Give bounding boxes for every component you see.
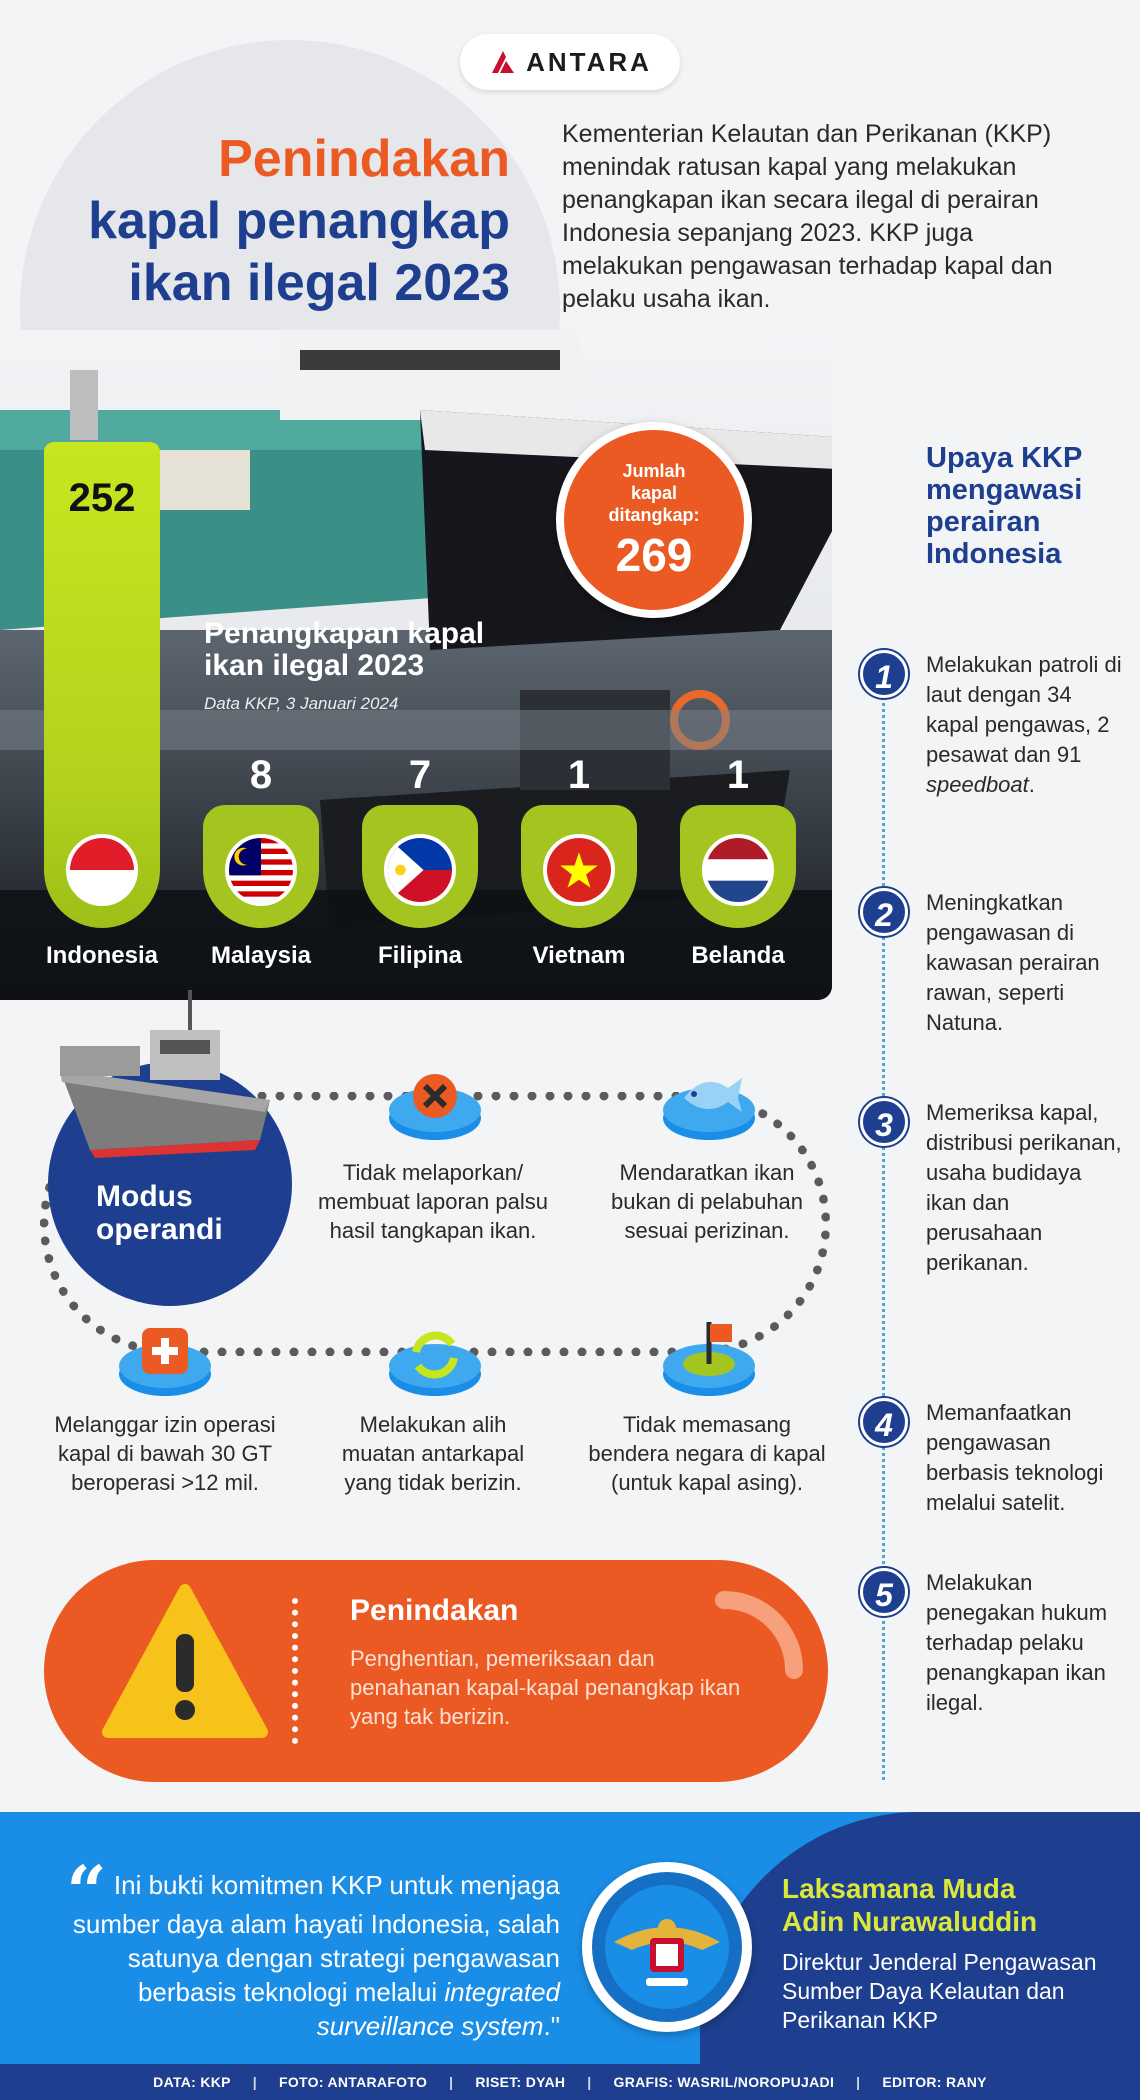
antara-logo: ANTARA <box>460 34 680 90</box>
penindakan-separator <box>292 1598 298 1744</box>
category-label: Belanda <box>691 942 785 969</box>
step-number-badge: 3 <box>860 1098 908 1146</box>
credit-item: DATA: KKP <box>153 2074 231 2090</box>
bar-value-label: 7 <box>408 753 432 797</box>
flag-filipina-icon <box>384 834 456 906</box>
title-line-3: ikan ilegal 2023 <box>128 254 510 312</box>
category-label: Vietnam <box>532 942 626 969</box>
category-label: Indonesia <box>45 942 159 969</box>
fish-icon <box>662 1052 756 1146</box>
garuda-emblem-icon <box>605 1885 729 2009</box>
flag-indonesia-icon <box>66 834 138 906</box>
step-text: Melakukan penegakan hukum terhadap pelak… <box>926 1570 1108 1715</box>
credit-separator: | <box>252 2074 257 2090</box>
title-line-1: Penindakan <box>218 130 510 188</box>
permit-plus-icon <box>118 1308 212 1402</box>
credit-separator: | <box>856 2074 861 2090</box>
bar-value-label: 1 <box>567 753 591 797</box>
step-text: Memanfaatkan pengawasan berbasis teknolo… <box>926 1400 1104 1515</box>
step-text: Melakukan patroli di laut dengan 34 kapa… <box>926 652 1122 797</box>
modus-title: Modus operandi <box>96 1180 223 1246</box>
category-label: Filipina <box>378 942 462 969</box>
quote-text: “ Ini bukti komitmen KKP untuk menjaga s… <box>66 1850 560 2042</box>
penindakan-desc: Penghentian, pemeriksaan dan penahanan k… <box>350 1646 741 1729</box>
step-number-badge: 1 <box>860 650 908 698</box>
badge-label: Jumlah kapal ditangkap: <box>608 461 700 525</box>
page-title: Penindakan kapal penangkap ikan ilegal 2… <box>30 128 510 314</box>
transfer-cycle-icon <box>388 1308 482 1402</box>
upaya-title: Upaya KKP mengawasi perairan Indonesia <box>926 442 1083 570</box>
credit-item: GRAFIS: WASRIL/NOROPUJADI <box>613 2074 835 2090</box>
step-text: Memeriksa kapal, distribusi perikanan, u… <box>926 1100 1122 1275</box>
penindakan-title: Penindakan <box>350 1594 519 1627</box>
credit-separator: | <box>587 2074 592 2090</box>
badge-value: 269 <box>615 529 693 581</box>
title-line-2: kapal penangkap <box>88 192 510 250</box>
bar-value-label: 252 <box>68 476 136 520</box>
credit-item: FOTO: ANTARAFOTO <box>279 2074 428 2090</box>
flag-malaysia-icon <box>225 834 297 906</box>
credit-item: RISET: DYAH <box>475 2074 566 2090</box>
step-number-badge: 2 <box>860 888 908 936</box>
credit-item: EDITOR: RANY <box>882 2074 987 2090</box>
category-label: Malaysia <box>210 942 312 969</box>
report-cross-icon <box>388 1052 482 1146</box>
ship-icon <box>60 990 270 1158</box>
bar-value-label: 8 <box>249 753 273 797</box>
bar-value-label: 1 <box>726 753 750 797</box>
step-text: Meningkatkan pengawasan di kawasan perai… <box>926 890 1100 1035</box>
penindakan-decoration <box>715 1591 803 1679</box>
step-number-badge: 5 <box>860 1568 908 1616</box>
chart-title: Penangkapan kapal ikan ilegal 2023 <box>204 617 485 682</box>
chart-subtitle: Data KKP, 3 Januari 2024 <box>204 694 399 713</box>
quote-speaker: Laksamana Muda Adin Nurawaluddin <box>782 1873 1038 1937</box>
logo-text: ANTARA <box>526 46 652 77</box>
flag-belanda-icon <box>702 834 774 906</box>
steps-dotted-line <box>882 690 885 1780</box>
flag-vietnam-icon <box>543 834 615 906</box>
credits-footer: DATA: KKP | FOTO: ANTARAFOTO | RISET: DYAH | G… <box>0 2064 1140 2100</box>
antara-mark-icon <box>492 51 515 73</box>
kkp-emblem <box>582 1862 752 2032</box>
credit-separator: | <box>449 2074 454 2090</box>
warning-icon <box>102 1584 268 1738</box>
intro-text: Kementerian Kelautan dan Perikanan (KKP)… <box>562 120 1053 313</box>
total-badge: Jumlah kapal ditangkap: 269 <box>556 422 752 618</box>
flag-pole-icon <box>662 1308 756 1402</box>
quote-speaker-role: Direktur Jenderal Pengawasan Sumber Daya… <box>782 1949 1097 2033</box>
step-number-badge: 4 <box>860 1398 908 1446</box>
